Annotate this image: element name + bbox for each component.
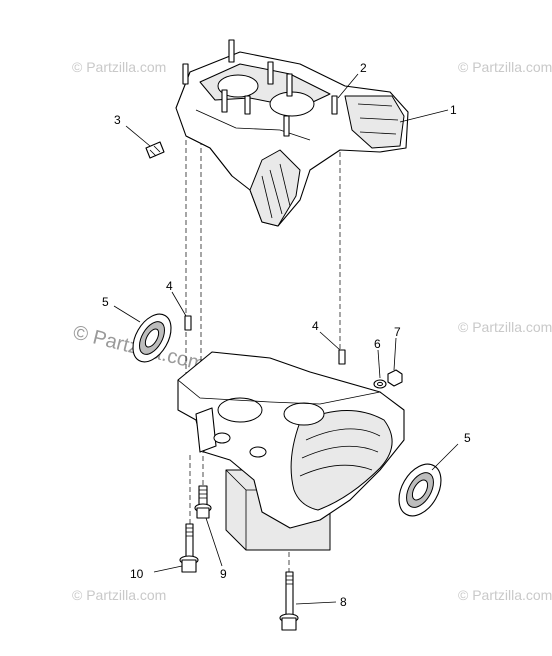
knock-pin-left bbox=[184, 315, 192, 331]
dowel-pin bbox=[145, 141, 165, 159]
callout-4-pin-right: 4 bbox=[312, 319, 319, 333]
callout-10-bolt: 10 bbox=[130, 567, 144, 581]
oil-seal-left bbox=[132, 313, 172, 363]
flange-bolt bbox=[194, 485, 212, 519]
bolt-short bbox=[179, 523, 199, 573]
watermark: © Partzilla.com bbox=[72, 59, 166, 75]
callout-5-oil-seal-right: 5 bbox=[464, 431, 471, 445]
callout-7-nut: 7 bbox=[394, 325, 401, 339]
callout-5-oil-seal-left: 5 bbox=[102, 295, 109, 309]
washer-small bbox=[373, 379, 387, 389]
callout-3-dowel-pin: 3 bbox=[114, 113, 121, 127]
callout-9-washer-bolt: 9 bbox=[220, 567, 227, 581]
hex-nut bbox=[387, 369, 403, 387]
callout-2-stud: 2 bbox=[360, 61, 367, 75]
oil-seal-right bbox=[398, 463, 442, 517]
lower-crankcase bbox=[177, 351, 405, 551]
watermark: © Partzilla.com bbox=[458, 59, 552, 75]
callout-6-washer: 6 bbox=[374, 337, 381, 351]
watermark: © Partzilla.com bbox=[458, 587, 552, 603]
knock-pin-right bbox=[338, 349, 346, 365]
watermark: © Partzilla.com bbox=[72, 587, 166, 603]
leader-lines bbox=[113, 73, 459, 605]
callout-8-long-bolt: 8 bbox=[340, 595, 347, 609]
callout-4-pin-left: 4 bbox=[166, 279, 173, 293]
watermark: © Partzilla.com bbox=[458, 319, 552, 335]
bolt-long bbox=[279, 571, 299, 631]
upper-crankcase bbox=[175, 39, 409, 227]
callout-1-crankcase-upper: 1 bbox=[450, 103, 457, 117]
callout-labels: 1 2 3 4 4 5 5 6 7 8 9 10 bbox=[102, 61, 471, 609]
stud-group bbox=[182, 39, 338, 137]
